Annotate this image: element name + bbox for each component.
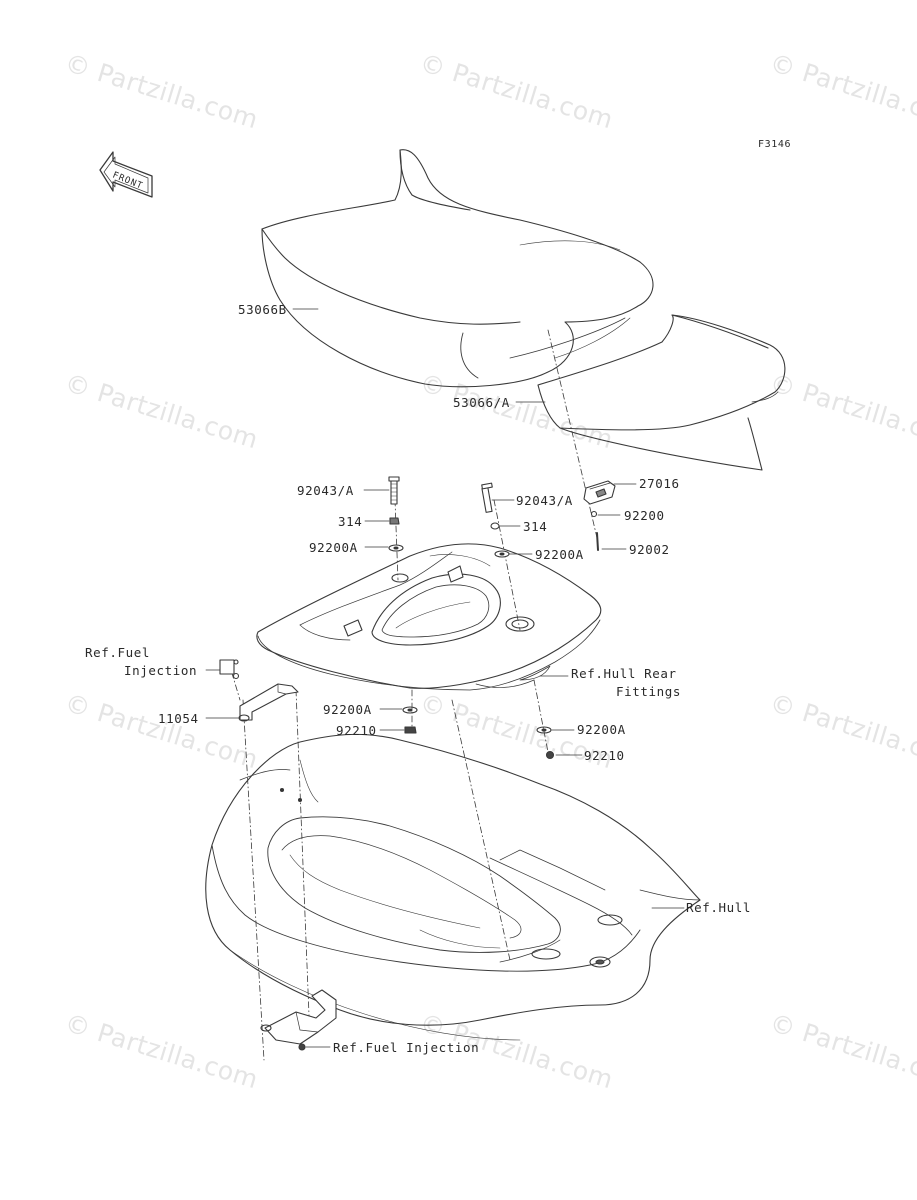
left-bolt-stack	[388, 476, 404, 552]
front-arrow-label: FRONT	[111, 171, 145, 192]
label-washer-latch: 92200	[624, 508, 665, 523]
label-bolt-left: 92043/A	[297, 483, 354, 498]
label-nut-left-bottom: 92210	[336, 723, 377, 738]
label-front-seat: 53066B	[238, 302, 287, 317]
fuel-injection-bracket	[260, 989, 337, 1051]
alignment-lines	[227, 329, 599, 1061]
label-screw-latch: 92002	[629, 542, 670, 557]
label-ref-hull-rear-line1: Ref.Hull Rear	[571, 666, 677, 681]
right-bolt-stack	[481, 482, 510, 558]
leader-lines	[205, 308, 685, 1048]
front-arrow-icon: FRONT	[99, 151, 153, 198]
label-ref-fuel-bottom: Ref.Fuel Injection	[333, 1040, 480, 1055]
label-rear-seat: 53066/A	[453, 395, 510, 410]
hull-part	[205, 733, 701, 1041]
label-ref-hull: Ref.Hull	[686, 900, 752, 915]
label-latch: 27016	[639, 476, 680, 491]
label-washer-left-top: 92200A	[309, 540, 358, 555]
label-washer-left-bottom: 92200A	[323, 702, 372, 717]
label-washer-right-top: 92200A	[535, 547, 584, 562]
label-bolt-right: 92043/A	[516, 493, 573, 508]
fuel-injection-clip	[219, 659, 240, 680]
label-bracket: 11054	[158, 711, 199, 726]
label-nut-left: 314	[338, 514, 363, 529]
rear-seat-part	[537, 314, 786, 471]
label-washer-right-bottom: 92200A	[577, 722, 626, 737]
latch-part	[583, 480, 616, 551]
front-seat-part	[261, 149, 654, 388]
label-nut-right: 314	[523, 519, 548, 534]
figure-id: F3146	[758, 139, 792, 150]
rear-fitting-deck-part	[256, 543, 602, 691]
label-ref-fuel-line2: Injection	[124, 663, 198, 678]
label-ref-hull-rear-line2: Fittings	[616, 684, 682, 699]
label-ref-fuel-line1: Ref.Fuel	[85, 645, 151, 660]
bottom-fasteners	[402, 706, 555, 760]
bracket-part	[238, 683, 299, 722]
label-nut-right-bottom: 92210	[584, 748, 625, 763]
